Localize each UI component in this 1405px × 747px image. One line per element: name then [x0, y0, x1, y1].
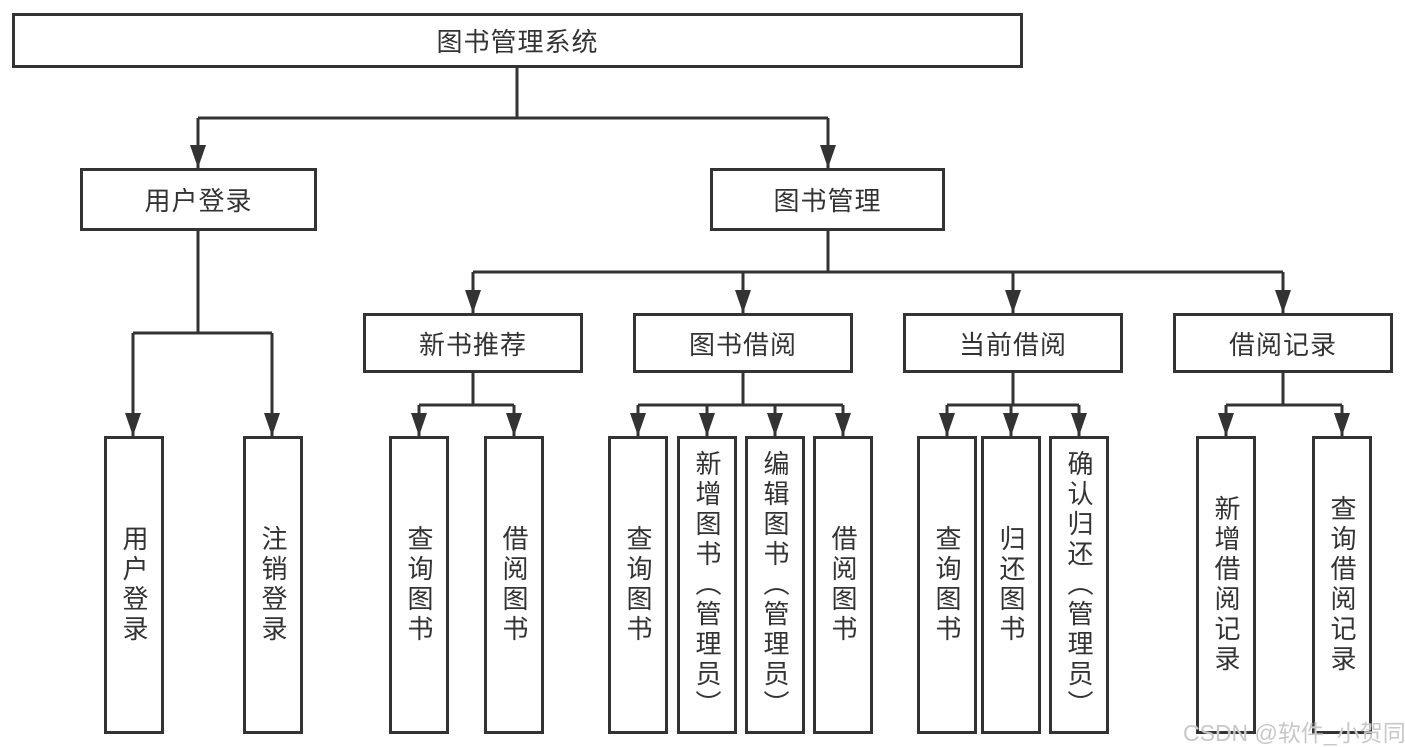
arrow-icon [767, 413, 783, 436]
arrow-icon [1218, 413, 1234, 436]
arrow-icon [264, 413, 280, 436]
arrow-icon [1003, 413, 1019, 436]
leaf-label: 注销登录 [258, 525, 288, 645]
arrow-icon [506, 413, 522, 436]
arrow-icon [1071, 413, 1087, 436]
arrow-icon [411, 413, 427, 436]
leaf-label: 借阅图书 [828, 525, 858, 645]
node-label: 当前借阅 [958, 329, 1067, 360]
leaf-label: 编辑图书（管理员） [760, 450, 790, 720]
leaf-user-login: 用户登录 [104, 436, 164, 734]
leaf-return-books: 归还图书 [981, 436, 1041, 734]
node-borrowing-records: 借阅记录 [1173, 313, 1393, 373]
arrow-icon [939, 413, 955, 436]
leaf-confirm-return-admin: 确认归还（管理员） [1049, 436, 1109, 734]
arrow-icon [820, 145, 836, 168]
leaf-add-borrow-record: 新增借阅记录 [1196, 436, 1256, 734]
leaf-label: 确认归还（管理员） [1064, 450, 1094, 720]
leaf-borrow-books: 借阅图书 [813, 436, 873, 734]
arrow-icon [1334, 413, 1350, 436]
leaf-add-books-admin: 新增图书（管理员） [677, 436, 737, 734]
leaf-label: 查询借阅记录 [1327, 495, 1357, 675]
node-root: 图书管理系统 [12, 13, 1023, 68]
leaf-label: 借阅图书 [499, 525, 529, 645]
node-user-login: 用户登录 [80, 168, 317, 231]
csdn-watermark: CSDN @软件_小贺同学 [1183, 720, 1405, 746]
leaf-label: 用户登录 [119, 525, 149, 645]
leaf-label: 归还图书 [996, 525, 1026, 645]
leaf-edit-books-admin: 编辑图书（管理员） [745, 436, 805, 734]
arrow-icon [735, 290, 751, 313]
arrow-icon [125, 413, 141, 436]
leaf-label: 查询图书 [932, 525, 962, 645]
arrow-icon [1275, 290, 1291, 313]
leaf-borrow-books: 借阅图书 [484, 436, 544, 734]
node-new-book-recommend: 新书推荐 [363, 313, 583, 373]
leaf-label: 查询图书 [404, 525, 434, 645]
arrowheads [125, 145, 1350, 436]
node-label: 图书借阅 [688, 329, 797, 360]
arrow-icon [699, 413, 715, 436]
node-root-label: 图书管理系统 [436, 27, 599, 57]
arrow-icon [1005, 290, 1021, 313]
node-label: 图书管理 [773, 186, 882, 216]
leaf-query-books: 查询图书 [917, 436, 977, 734]
arrow-icon [190, 145, 206, 168]
arrow-icon [630, 413, 646, 436]
node-label: 新书推荐 [418, 329, 527, 360]
leaf-label: 新增图书（管理员） [692, 450, 722, 720]
node-book-borrowing: 图书借阅 [633, 313, 853, 373]
leaf-logout: 注销登录 [243, 436, 303, 734]
leaf-label: 查询图书 [623, 525, 653, 645]
node-label: 用户登录 [144, 186, 253, 216]
leaf-query-borrow-record: 查询借阅记录 [1312, 436, 1372, 734]
node-label: 借阅记录 [1228, 329, 1337, 360]
arrow-icon [835, 413, 851, 436]
node-book-management: 图书管理 [710, 168, 945, 231]
leaf-label: 新增借阅记录 [1211, 495, 1241, 675]
node-current-borrowing: 当前借阅 [903, 313, 1123, 373]
leaf-query-books: 查询图书 [608, 436, 668, 734]
leaf-query-books: 查询图书 [389, 436, 449, 734]
arrow-icon [465, 290, 481, 313]
connector-path [131, 68, 1344, 436]
